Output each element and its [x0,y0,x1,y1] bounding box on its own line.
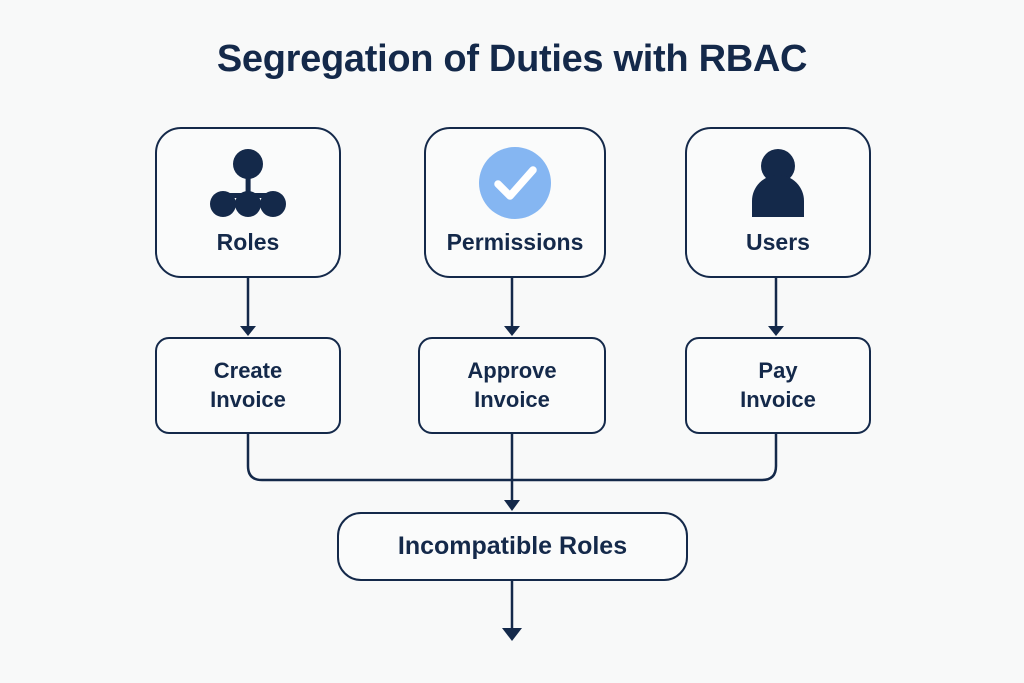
outcome-label: Incompatible Roles [397,532,628,560]
check-circle-icon [426,147,604,219]
card-users[interactable]: Users [685,127,871,278]
action-label-line2: Invoice [740,386,816,412]
card-label-users: Users [746,229,810,255]
user-icon [687,147,869,219]
card-roles[interactable]: Roles [155,127,341,278]
action-label-line1: Approve [467,357,557,383]
outcome-box-incompatible-roles[interactable]: Incompatible Roles [337,512,688,581]
arrowhead-permissions-to-approve [504,326,520,336]
action-label-line1: Pay [758,357,798,383]
card-label-permissions: Permissions [446,229,584,255]
action-label-line2: Invoice [210,386,286,412]
page-title: Segregation of Duties with RBAC [216,38,808,80]
card-label-roles: Roles [216,229,280,255]
connector-create-merge [246,434,778,482]
hierarchy-icon [157,147,339,219]
arrowhead-merge-to-outcome [504,500,520,511]
action-label-line1: Create [213,357,283,383]
action-label-line2: Invoice [474,386,550,412]
arrowhead-roles-to-create [240,326,256,336]
action-box-approve-invoice[interactable]: Approve Invoice [418,337,606,434]
arrowhead-users-to-pay [768,326,784,336]
card-permissions[interactable]: Permissions [424,127,606,278]
action-box-create-invoice[interactable]: Create Invoice [155,337,341,434]
arrowhead-outcome-out [502,628,522,641]
action-box-pay-invoice[interactable]: Pay Invoice [685,337,871,434]
